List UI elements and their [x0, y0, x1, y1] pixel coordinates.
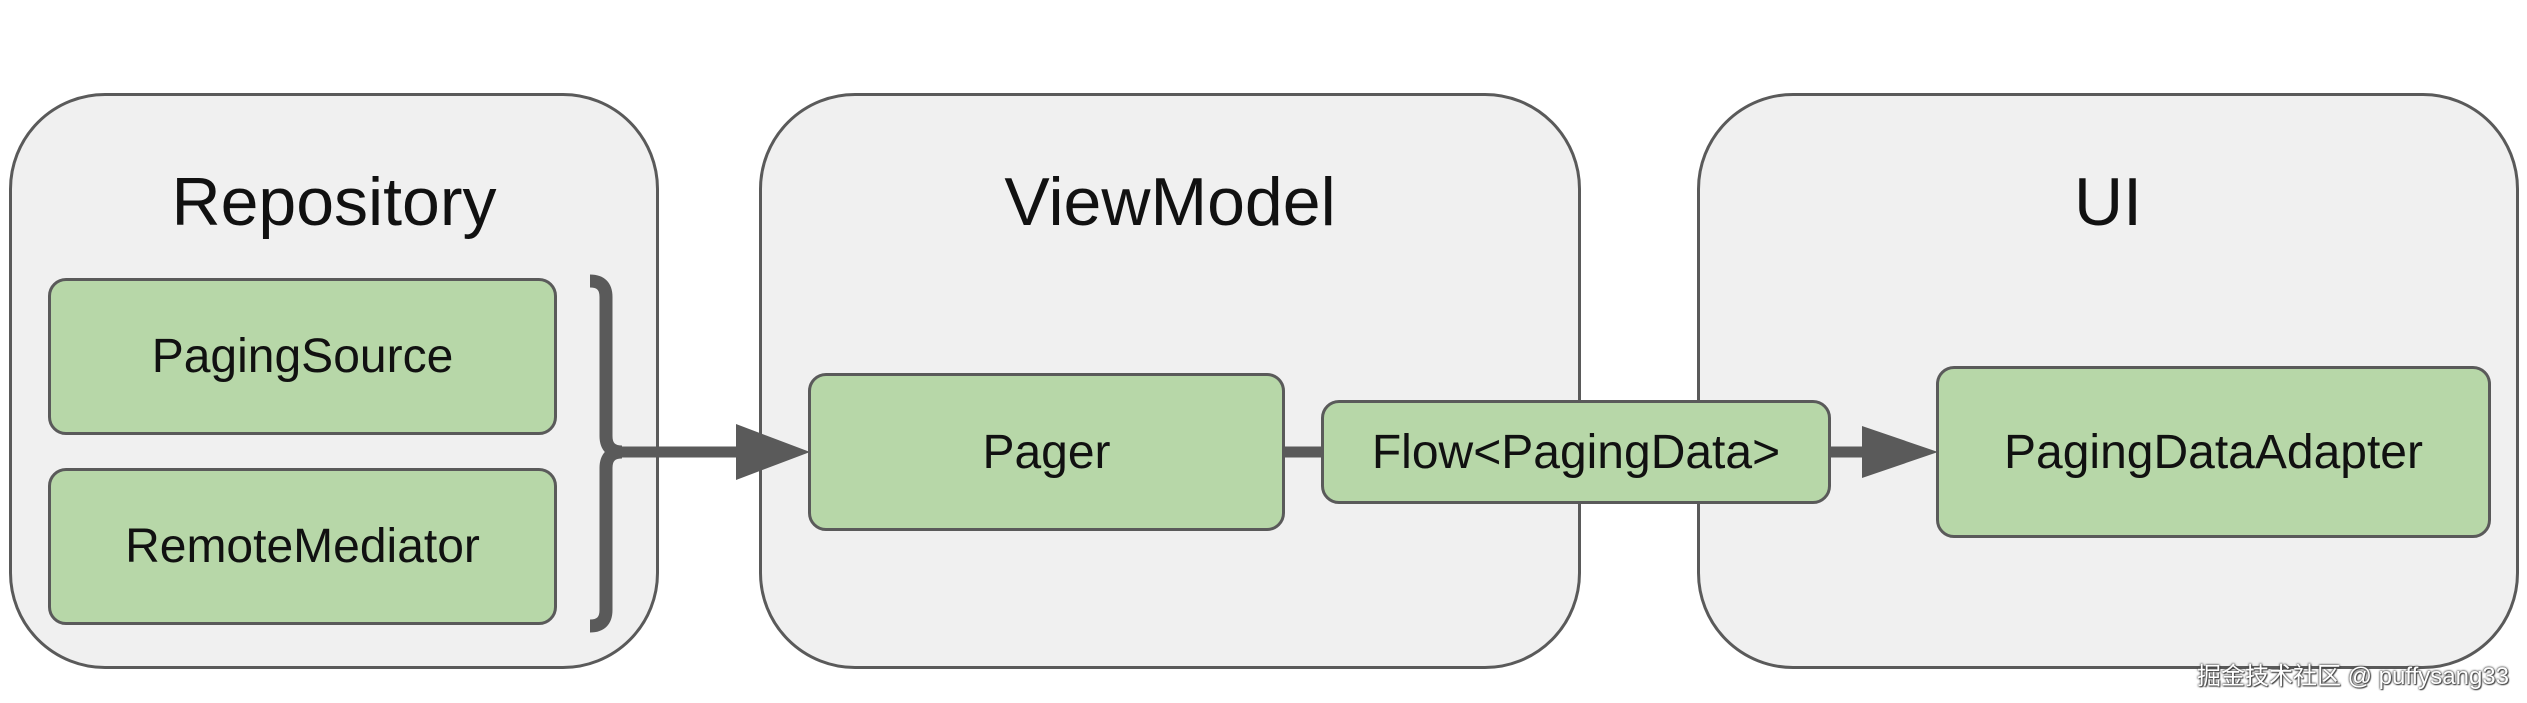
- repository-to-pager-arrowhead: [736, 424, 810, 480]
- flow-paging-data-node: Flow<PagingData>: [1321, 400, 1831, 504]
- paging-data-adapter-node: PagingDataAdapter: [1936, 366, 2491, 538]
- pager-node: Pager: [808, 373, 1285, 531]
- watermark: 掘金技术社区 @ puffysang33: [2196, 663, 2509, 690]
- viewmodel-title: ViewModel: [1004, 164, 1336, 240]
- flow-to-adapter-arrowhead: [1862, 426, 1938, 478]
- ui-title: UI: [2074, 164, 2142, 240]
- repository-title: Repository: [171, 164, 497, 240]
- remote-mediator-node: RemoteMediator: [48, 468, 557, 625]
- paging-source-node: PagingSource: [48, 278, 557, 435]
